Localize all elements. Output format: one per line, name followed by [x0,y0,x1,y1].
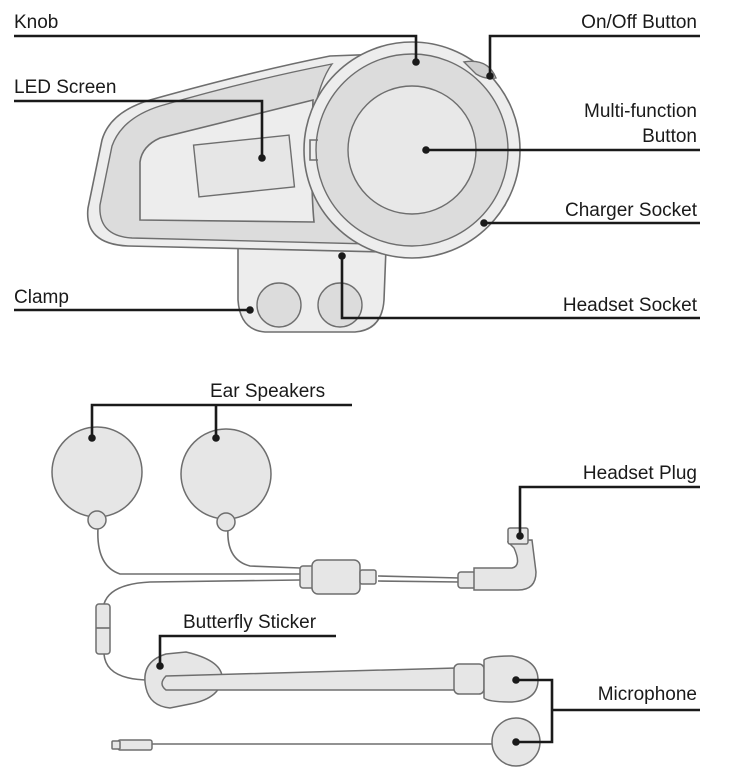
ear-speaker-right [180,428,272,520]
led-screen [192,134,296,198]
plug-cable [377,575,461,579]
callout-butterfly-sticker: Butterfly Sticker [156,612,336,670]
callout-microphone: Microphone [512,676,700,746]
label-microphone: Microphone [598,684,697,705]
speaker-cable-left [97,527,300,575]
callout-multi-function: Multi-function Button [422,101,700,154]
label-headset-plug: Headset Plug [583,463,697,484]
ear-speaker-left [51,426,143,518]
label-butterfly-sticker: Butterfly Sticker [183,612,317,633]
label-multi-function-line1: Multi-function [584,101,697,122]
knob [303,41,521,259]
label-ear-speakers: Ear Speakers [210,381,325,402]
callout-knob: Knob [14,12,420,66]
callout-on-off: On/Off Button [486,12,700,80]
label-led-screen: LED Screen [14,77,116,98]
clamp [237,247,387,333]
ear-speaker-left-loop [87,510,107,530]
label-charger-socket: Charger Socket [565,200,698,221]
clamp-hole-right [317,282,363,328]
label-headset-socket: Headset Socket [563,295,698,316]
speaker-cable-right [227,527,301,569]
intercom-device [86,41,521,333]
label-multi-function-line2: Button [642,126,697,147]
label-knob: Knob [14,12,58,33]
callout-ear-speakers: Ear Speakers [88,381,352,442]
splitter [311,559,361,595]
label-on-off-button: On/Off Button [581,12,697,33]
mic-connector [117,739,153,751]
callout-clamp: Clamp [14,287,254,314]
ear-speaker-right-loop [216,512,236,532]
callout-led-screen: LED Screen [14,77,266,162]
callout-headset-plug: Headset Plug [516,463,700,540]
inline-guard [95,603,111,655]
headset-plug [457,527,537,591]
headset-kit [51,426,541,767]
callout-headset-socket: Headset Socket [338,252,700,320]
callout-charger-socket: Charger Socket [480,200,700,227]
clamp-hole-left [256,282,302,328]
label-clamp: Clamp [14,287,69,308]
